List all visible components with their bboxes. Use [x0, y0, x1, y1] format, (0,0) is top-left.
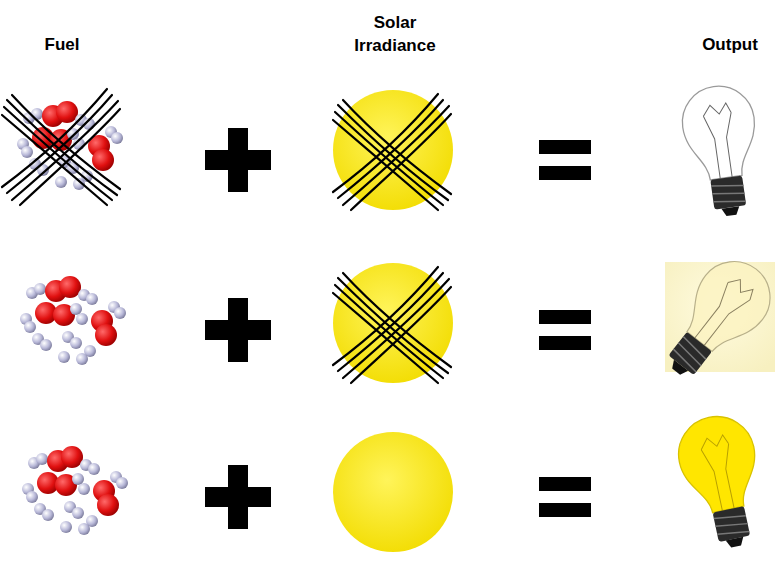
cross-out [333, 94, 451, 210]
fuel-molecules [20, 276, 126, 365]
cross-out [333, 267, 451, 383]
equals-sign [539, 477, 591, 517]
equals-sign [539, 310, 591, 350]
column-heading: Output [685, 34, 775, 57]
sun-disc [333, 90, 453, 210]
plus-sign [205, 465, 271, 529]
light-bulb-off [678, 82, 767, 221]
fuel-molecules [22, 446, 128, 535]
column-heading: Solar Irradiance [345, 12, 445, 58]
fuel-molecules [17, 101, 123, 190]
equals-sign [539, 140, 591, 180]
column-heading: Fuel [17, 34, 107, 57]
plus-sign [205, 128, 271, 192]
light-bulb-on [672, 409, 774, 554]
sun-disc [333, 432, 453, 552]
cross-out [2, 89, 120, 205]
sun-disc [333, 263, 453, 383]
light-bulb-dim [648, 247, 779, 394]
plus-sign [205, 298, 271, 362]
